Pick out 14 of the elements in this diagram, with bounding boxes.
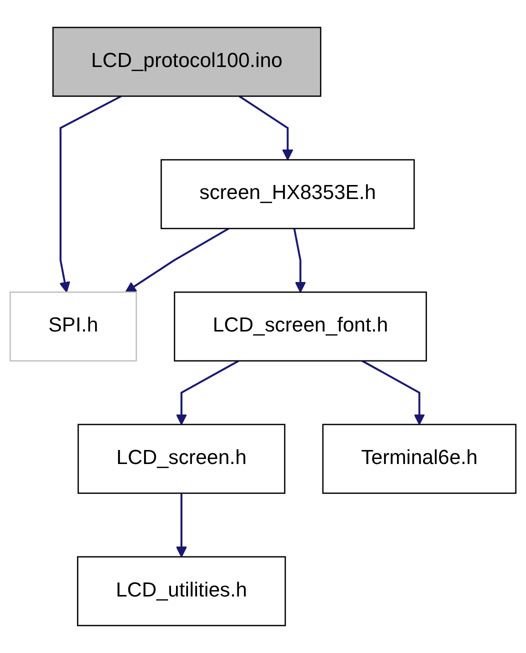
arrow (176, 360, 240, 425)
node-box: Terminal6e.h (322, 424, 516, 494)
arrow (59, 95, 122, 293)
arrow (362, 360, 425, 425)
node-box: LCD_screen.h (78, 424, 286, 494)
node-box: LCD_protocol100.ino (52, 26, 322, 97)
node-box: SPI.h (10, 292, 137, 362)
arrow (293, 228, 306, 293)
arrow (125, 228, 230, 293)
node-box: LCD_screen_font.h (174, 292, 427, 362)
node-box: LCD_utilities.h (77, 556, 286, 626)
node-box: screen_HX8353E.h (160, 159, 415, 230)
arrow (238, 95, 294, 160)
arrow (176, 493, 188, 558)
